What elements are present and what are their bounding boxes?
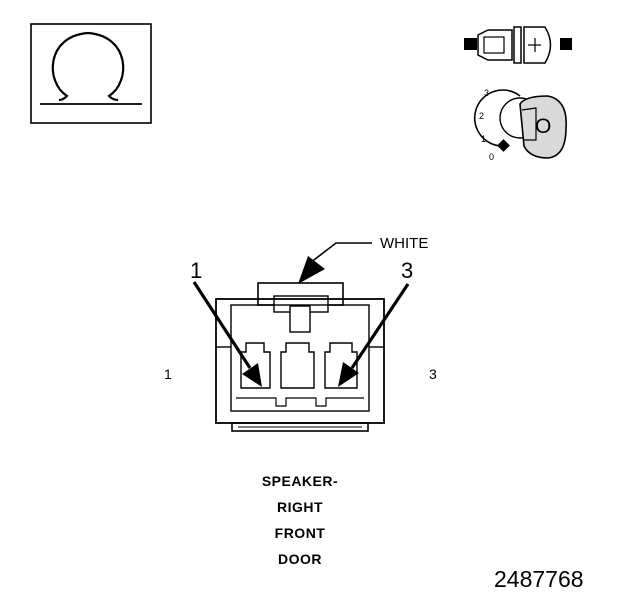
connector-body [215, 282, 385, 432]
key-position-2: 2 [479, 111, 485, 121]
ignition-key-icon [473, 89, 567, 159]
key-position-0: 0 [489, 152, 495, 162]
caption-line-1: SPEAKER- [261, 473, 339, 489]
caption-line-2: RIGHT [276, 499, 324, 515]
side-pin-label-1: 1 [164, 366, 172, 382]
ohm-symbol-icon [30, 23, 152, 124]
pin-3-arrow [338, 283, 410, 387]
connector-plug-icon [464, 26, 572, 64]
pin-callout-1: 1 [190, 258, 203, 283]
figure-number: 2487768 [494, 566, 584, 592]
key-letter: O [535, 115, 552, 138]
caption-line-3: FRONT [274, 525, 326, 541]
color-label: WHITE [380, 235, 429, 252]
pin-1-arrow [192, 281, 262, 387]
key-position-3: 3 [484, 88, 490, 98]
pin-callout-3: 3 [401, 258, 414, 283]
key-position-1: 1 [481, 134, 487, 144]
color-pointer-arrow [298, 242, 372, 284]
side-pin-label-3: 3 [429, 366, 437, 382]
caption-line-4: DOOR [278, 551, 322, 567]
